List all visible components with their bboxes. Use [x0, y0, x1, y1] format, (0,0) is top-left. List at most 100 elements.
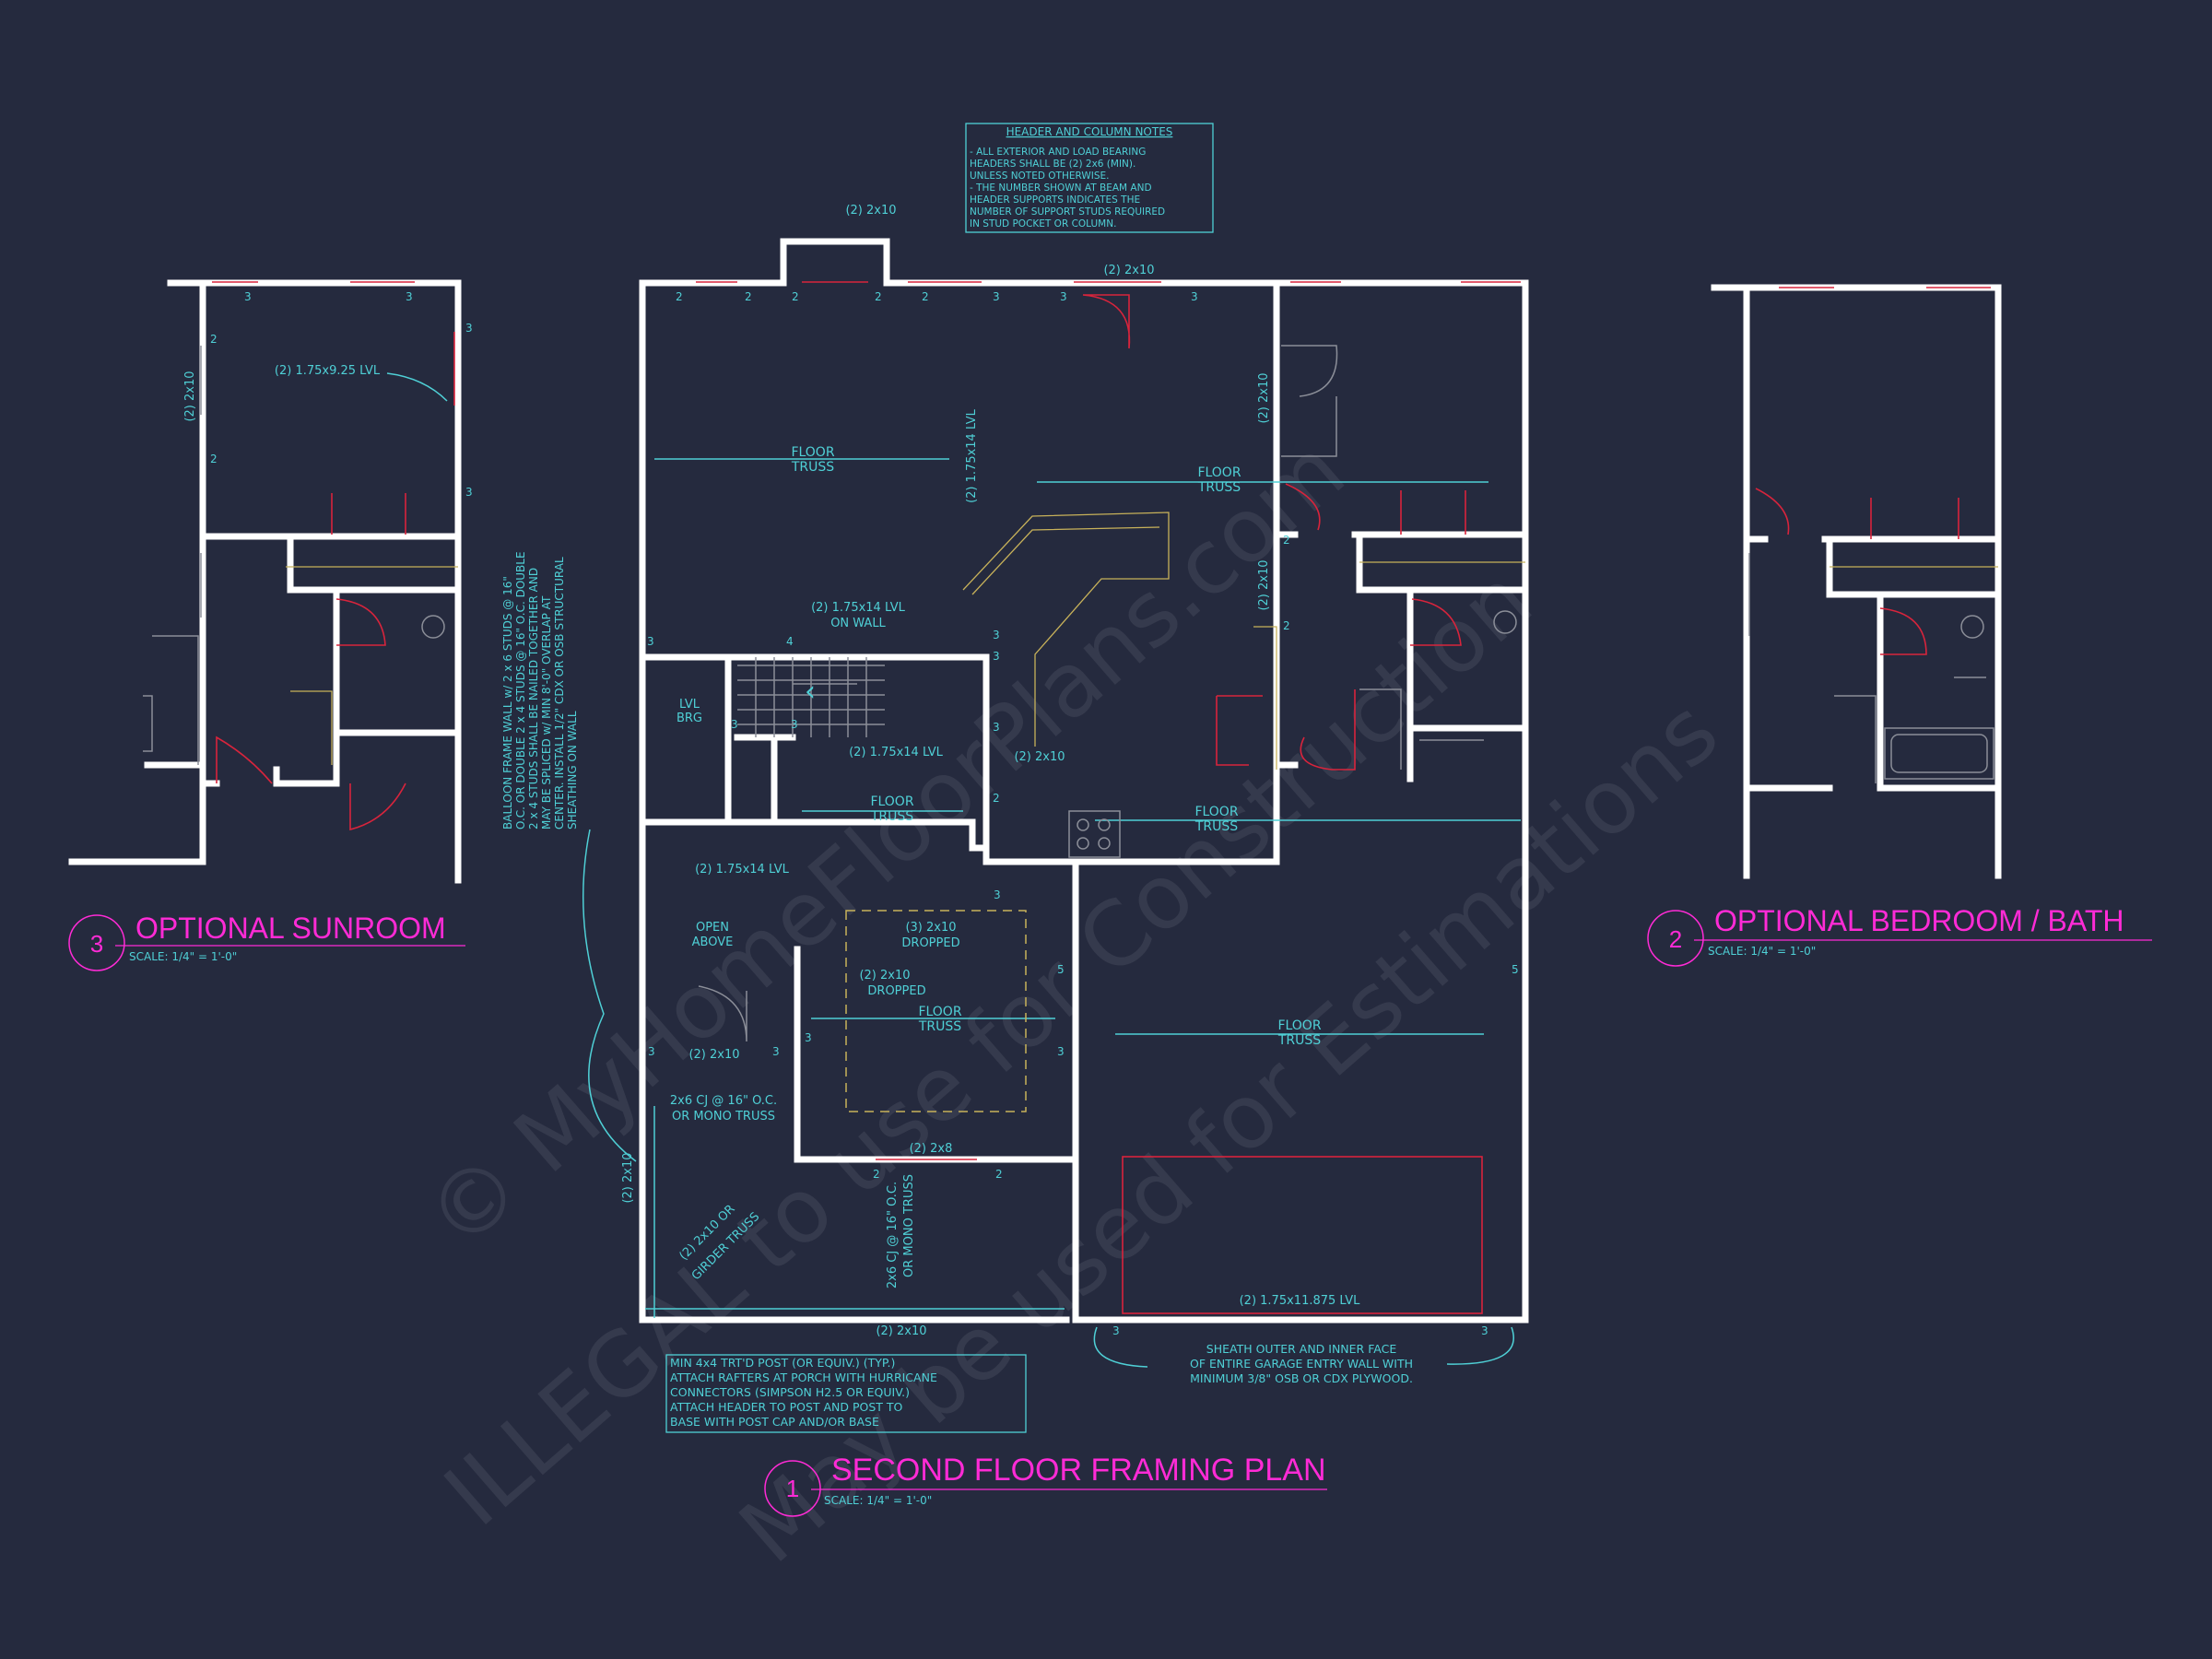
main-title-scale: SCALE: 1/4" = 1'-0"	[824, 1494, 932, 1507]
stud-count: 3	[993, 290, 1000, 303]
floor-truss-label: TRUSS	[1194, 819, 1238, 834]
stair-arrow-icon: ‹	[805, 676, 816, 708]
optional-bedroom-plan	[1711, 284, 2002, 879]
header-notes-line: - THE NUMBER SHOWN AT BEAM AND	[970, 182, 1152, 194]
header-label: (2) 1.75x14 LVL	[849, 746, 944, 759]
header-label: (2) 2x10	[1014, 750, 1065, 764]
stud-count: 2	[792, 290, 799, 303]
balloon-note-line: 2 x 4 STUDS SHALL BE NAILED TOGETHER AND	[527, 568, 540, 830]
header-notes-line: IN STUD POCKET OR COLUMN.	[970, 218, 1116, 229]
open-above-label: OPEN	[696, 921, 729, 935]
stud-count: 3	[993, 650, 1000, 663]
garage-note-line: MINIMUM 3/8" OSB OR CDX PLYWOOD.	[1190, 1371, 1413, 1385]
header-label: ON WALL	[830, 617, 886, 630]
stud-count: 3	[994, 888, 1001, 901]
main-title-block: 1 SECOND FLOOR FRAMING PLAN SCALE: 1/4" …	[764, 1453, 1327, 1517]
header-label: (2) 2x10	[876, 1324, 926, 1338]
garage-note-line: SHEATH OUTER AND INNER FACE	[1206, 1342, 1397, 1356]
sunroom-title-scale: SCALE: 1/4" = 1'-0"	[129, 950, 237, 963]
stud-count: 2	[210, 333, 218, 346]
header-column-notes: HEADER AND COLUMN NOTES - ALL EXTERIOR A…	[965, 123, 1214, 233]
second-floor-plan: ‹ 2 2 2 2 2 3 3 3 3 4 3 3 3 2 2 2 3 3 3	[621, 204, 1529, 1338]
ceiling-joist-label: 2x6 CJ @ 16" O.C.	[670, 1094, 777, 1108]
stud-count: 2	[210, 453, 218, 465]
header-label: (2) 2x10	[1257, 372, 1271, 423]
balloon-frame-note: BALLOON FRAME WALL w/ 2 x 6 STUDS @ 16" …	[501, 551, 579, 830]
sunroom-lvl-label: (2) 1.75x9.25 LVL	[275, 364, 381, 378]
balloon-note-line: SHEATHING ON WALL	[566, 711, 579, 830]
balloon-note-line: CENTER. INSTALL 1/2" CDX OR OSB STRUCTUR…	[553, 557, 566, 830]
header-notes-line: - ALL EXTERIOR AND LOAD BEARING	[970, 147, 1146, 158]
header-notes-title: HEADER AND COLUMN NOTES	[1006, 125, 1173, 138]
ceiling-joist-label: OR MONO TRUSS	[672, 1110, 775, 1124]
open-above-label: ABOVE	[692, 935, 734, 949]
floor-truss-label: FLOOR	[1277, 1018, 1321, 1033]
porch-note-line: CONNECTORS (SIMPSON H2.5 OR EQUIV.)	[670, 1385, 910, 1399]
stud-count: 2	[922, 290, 929, 303]
ceiling-joist-label: 2x6 CJ @ 16" O.C.	[886, 1182, 900, 1288]
header-label: (2) 1.75x14 LVL	[811, 601, 906, 615]
header-label: (2) 2x10	[845, 204, 896, 218]
header-notes-line: HEADERS SHALL BE (2) 2x6 (MIN).	[970, 159, 1135, 170]
header-label: (2) 2x10	[859, 969, 910, 982]
stud-count: 2	[676, 290, 683, 303]
watermark: © MyHomeFloorPlans.com ILLEGAL to use fo…	[407, 418, 1737, 1583]
floor-truss-label: TRUSS	[1277, 1033, 1321, 1048]
balloon-note-line: O.C. OR DOUBLE 2 x 4 STUDS @ 16" O.C. DO…	[514, 551, 527, 830]
stud-count: 3	[1481, 1324, 1488, 1337]
porch-note-line: ATTACH HEADER TO POST AND POST TO	[670, 1400, 903, 1414]
stud-count: 2	[1283, 534, 1290, 547]
porch-note-line: MIN 4x4 TRT'D POST (OR EQUIV.) (TYP.)	[670, 1356, 895, 1370]
floor-truss-label: FLOOR	[1197, 465, 1241, 480]
bedroom-title-number: 2	[1669, 925, 1682, 953]
header-label: (2) 1.75x14 LVL	[965, 408, 979, 503]
lvl-bearing-label: BRG	[677, 712, 702, 725]
stud-count: 3	[1191, 290, 1198, 303]
garage-note: SHEATH OUTER AND INNER FACE OF ENTIRE GA…	[1093, 1326, 1514, 1385]
porch-note-line: ATTACH RAFTERS AT PORCH WITH HURRICANE	[670, 1371, 937, 1384]
garage-note-line: OF ENTIRE GARAGE ENTRY WALL WITH	[1190, 1357, 1413, 1371]
header-label: DROPPED	[901, 936, 959, 950]
stud-count: 3	[805, 1031, 812, 1044]
sunroom-header-label: (2) 2x10	[183, 371, 197, 421]
stud-count: 3	[648, 1045, 655, 1058]
stud-count: 3	[1112, 1324, 1120, 1337]
stud-count: 2	[873, 1168, 880, 1181]
lvl-bearing-label: LVL	[679, 698, 700, 712]
stud-count: 3	[1060, 290, 1067, 303]
main-title: SECOND FLOOR FRAMING PLAN	[831, 1453, 1326, 1488]
floor-truss-label: TRUSS	[1197, 480, 1241, 495]
ceiling-joist-label: OR MONO TRUSS	[902, 1174, 916, 1277]
floor-truss-label: TRUSS	[870, 809, 913, 824]
stud-count: 3	[647, 635, 654, 648]
bedroom-title-scale: SCALE: 1/4" = 1'-0"	[1708, 945, 1816, 958]
stud-count: 3	[993, 721, 1000, 734]
stud-count: 4	[786, 635, 794, 648]
header-label: (2) 2x8	[910, 1142, 953, 1156]
bedroom-title-block: 2 OPTIONAL BEDROOM / BATH SCALE: 1/4" = …	[1647, 904, 2152, 967]
floor-truss-label: TRUSS	[918, 1019, 961, 1034]
stud-count: 3	[244, 290, 252, 303]
stud-count: 3	[465, 486, 473, 499]
floor-truss-label: FLOOR	[918, 1005, 961, 1019]
header-notes-line: UNLESS NOTED OTHERWISE.	[970, 171, 1109, 182]
floor-truss-label: FLOOR	[1194, 805, 1238, 819]
bedroom-title: OPTIONAL BEDROOM / BATH	[1714, 904, 2124, 937]
sunroom-title: OPTIONAL SUNROOM	[135, 912, 446, 945]
porch-note-line: BASE WITH POST CAP AND/OR BASE	[670, 1415, 879, 1429]
stud-count: 3	[993, 629, 1000, 641]
header-label: DROPPED	[867, 984, 925, 998]
floor-truss-label: TRUSS	[791, 460, 834, 475]
balloon-note-line: MAY BE SPLICED w/ MIN 8'-0" OVERLAP AT	[540, 595, 553, 830]
stud-count: 3	[1057, 1045, 1065, 1058]
header-label: (2) 1.75x14 LVL	[695, 863, 790, 877]
balloon-note-line: BALLOON FRAME WALL w/ 2 x 6 STUDS @ 16"	[501, 576, 514, 830]
header-label: (2) 2x10	[621, 1152, 635, 1203]
optional-sunroom-plan: (2) 1.75x9.25 LVL (2) 2x10 3 3 3 3 2 2	[68, 279, 473, 884]
stud-count: 3	[465, 322, 473, 335]
stud-count: 2	[1283, 619, 1290, 632]
stud-count: 3	[772, 1045, 780, 1058]
header-label: (2) 1.75x11.875 LVL	[1240, 1294, 1361, 1308]
sunroom-title-number: 3	[90, 930, 103, 958]
